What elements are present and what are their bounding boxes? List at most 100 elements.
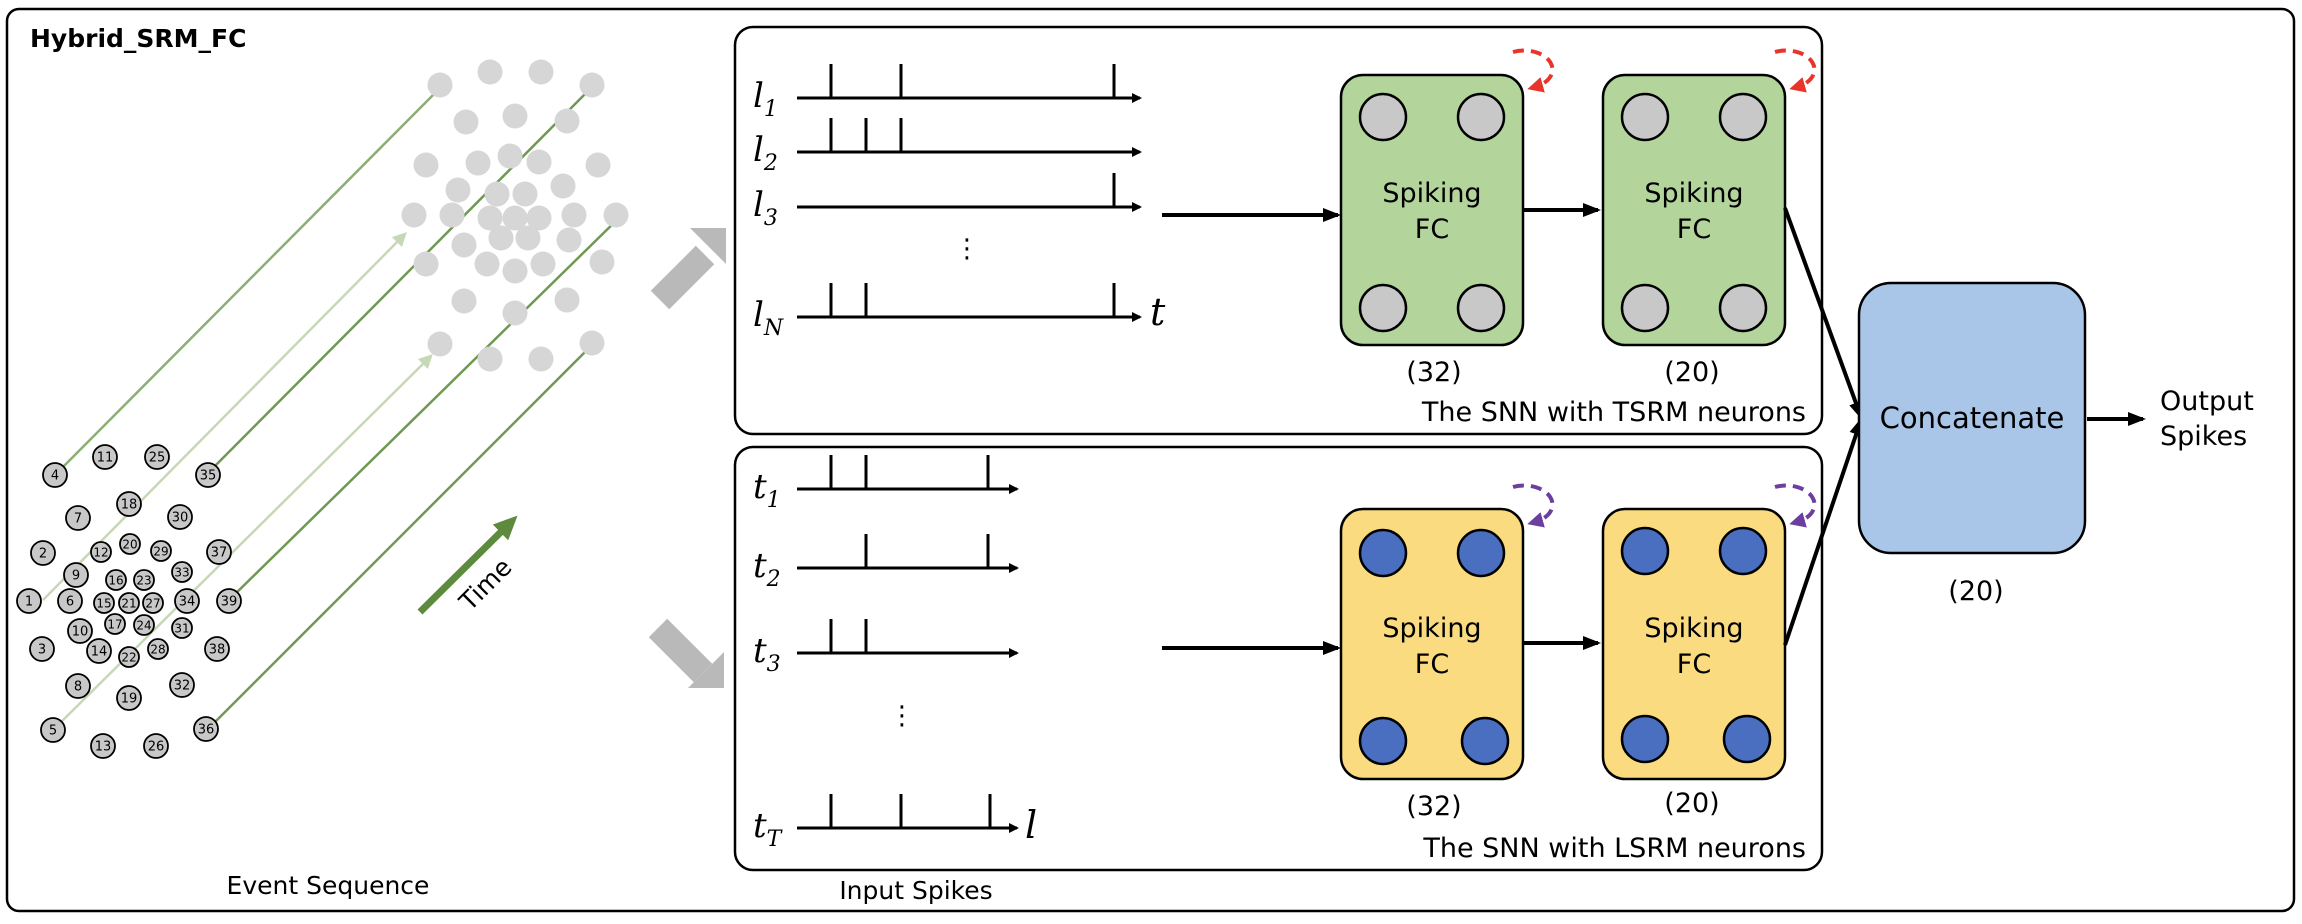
spike-row-label: tT [753, 806, 784, 852]
event-node-number: 16 [108, 574, 123, 588]
neuron [1718, 283, 1768, 333]
faded-event-dot [427, 72, 453, 98]
bottom-ellipsis: ⋮ [889, 701, 915, 731]
recurrent-arrow [1512, 48, 1555, 93]
faded-event-dot [502, 258, 528, 284]
event-node-number: 36 [198, 723, 215, 738]
faded-event-dot [445, 177, 471, 203]
neuron [1718, 92, 1768, 142]
layer-label-line2: FC [1677, 214, 1711, 245]
spike-row-label: t2 [753, 546, 781, 592]
faded-event-dot [413, 152, 439, 178]
event-node: 2 [30, 540, 56, 566]
neuron [1456, 92, 1506, 142]
layer-size: (32) [1406, 791, 1461, 822]
faded-event-dot [451, 288, 477, 314]
time-label: Time [453, 552, 517, 616]
event-node: 17 [104, 613, 126, 635]
event-node-number: 38 [209, 643, 226, 658]
event-arrow [42, 232, 407, 601]
faded-event-dot [477, 205, 503, 231]
event-node-number: 17 [107, 618, 122, 632]
faded-event-dot [515, 225, 541, 251]
event-node-number: 1 [25, 595, 33, 610]
event-node: 20 [119, 533, 141, 555]
event-node-number: 25 [149, 451, 166, 466]
spike-train: tT [753, 794, 1019, 852]
event-arrow [52, 354, 433, 731]
layer-label-line2: FC [1415, 649, 1449, 680]
event-node: 26 [143, 733, 169, 759]
event-node: 22 [118, 646, 140, 668]
event-sequence-caption: Event Sequence [227, 871, 430, 900]
faded-event-dot [427, 331, 453, 357]
outer-frame [5, 7, 2296, 913]
faded-event-dot [561, 202, 587, 228]
event-node-number: 29 [153, 545, 168, 559]
event-node: 4 [42, 462, 68, 488]
event-node-number: 6 [66, 595, 74, 610]
top-ellipsis: ⋮ [954, 234, 980, 264]
event-node: 15 [93, 592, 115, 614]
faded-event-dot [589, 249, 615, 275]
neuron [1358, 528, 1408, 578]
recurrent-arrow [1774, 483, 1817, 528]
faded-event-dot [526, 205, 552, 231]
layer-label-line1: Spiking [1644, 613, 1743, 644]
event-node: 11 [92, 444, 118, 470]
faded-event-dot [477, 59, 503, 85]
neuron [1358, 716, 1408, 766]
event-node: 12 [90, 541, 112, 563]
event-node: 3 [29, 636, 55, 662]
concatenate-size: (20) [1948, 576, 2003, 607]
event-node-number: 22 [121, 651, 136, 665]
neuron [1718, 526, 1768, 576]
faded-event-dot [401, 202, 427, 228]
concatenate-label: Concatenate [1880, 401, 2065, 435]
event-node: 14 [86, 638, 112, 664]
faded-event-dot [484, 181, 510, 207]
event-node-number: 9 [72, 569, 80, 584]
event-node: 8 [65, 673, 91, 699]
spike-row-label: lN [753, 295, 784, 341]
event-node: 39 [216, 588, 242, 614]
event-node: 31 [171, 617, 193, 639]
tsrm-layer-1: Spiking FC (32) [1339, 48, 1555, 388]
event-node-number: 30 [172, 511, 189, 526]
neuron [1358, 92, 1408, 142]
faded-event-dot [556, 227, 582, 253]
faded-event-dot [413, 251, 439, 277]
event-arrows [42, 80, 627, 731]
layer-size: (20) [1664, 788, 1719, 819]
event-node: 7 [65, 505, 91, 531]
concatenate-box [1857, 281, 2087, 555]
lsrm-to-concat-arrow [1783, 417, 1863, 646]
event-node: 33 [171, 561, 193, 583]
event-node-number: 5 [49, 724, 57, 739]
faded-event-cloud [401, 59, 629, 372]
faded-event-dot [465, 150, 491, 176]
event-node-number: 8 [74, 680, 82, 695]
lsrm-layer-1: Spiking FC (32) [1339, 483, 1555, 822]
lsrm-panel [733, 445, 1824, 872]
faded-event-dot [474, 251, 500, 277]
spike-train: t1 [753, 455, 1019, 513]
faded-event-dot [502, 205, 528, 231]
time-arrow [417, 515, 518, 615]
spike-train: t2 [753, 534, 1019, 592]
bottom-axis-label: l [1025, 803, 1037, 847]
concatenate-block: Concatenate (20) [1857, 281, 2087, 607]
event-node-number: 13 [95, 740, 112, 755]
spike-train: l3 [753, 173, 1142, 231]
neuron [1620, 714, 1670, 764]
faded-event-dot [579, 330, 605, 356]
lsrm-layer-2: Spiking FC (20) [1601, 483, 1817, 819]
event-node: 34 [174, 588, 200, 614]
event-node: 9 [63, 562, 89, 588]
tsrm-network-label: The SNN with TSRM neurons [1421, 397, 1806, 428]
event-arrow [207, 80, 599, 474]
input-spikes-caption: Input Spikes [839, 876, 992, 905]
